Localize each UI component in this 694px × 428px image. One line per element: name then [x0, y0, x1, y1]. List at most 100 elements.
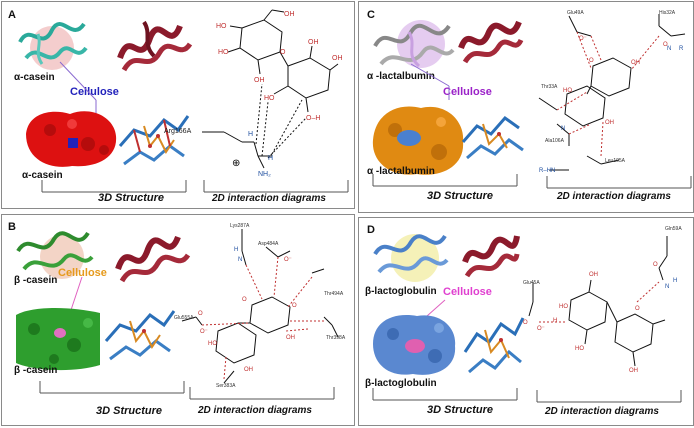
panel-letter: D [367, 224, 375, 236]
svg-text:O: O [589, 58, 594, 64]
bracket-3d [372, 174, 518, 187]
svg-text:R: R [679, 46, 684, 52]
protein-label-top: β -casein [14, 275, 58, 286]
beta-casein-surface [16, 308, 100, 371]
svg-text:H: H [553, 318, 557, 324]
bracket-3d [372, 388, 518, 401]
caption-2d: 2D interaction diagrams [545, 406, 659, 417]
bracket-2d [189, 387, 335, 400]
svg-text:O: O [242, 297, 247, 303]
svg-text:O: O [198, 311, 203, 317]
svg-text:HO: HO [559, 304, 568, 310]
protein-label-bottom: β-lactoglobulin [365, 378, 437, 389]
svg-text:OH: OH [605, 120, 614, 126]
bracket-2d [536, 390, 682, 403]
beta-casein-ribbon [115, 235, 191, 283]
svg-text:N: N [238, 257, 242, 263]
svg-text:O: O [280, 49, 286, 56]
svg-text:H: H [673, 278, 677, 284]
svg-text:HO: HO [218, 49, 229, 56]
beta-lactoglobulin-surface [373, 315, 456, 375]
ligand-label: Cellulose [443, 286, 492, 298]
residue-label: Thr398A [326, 335, 346, 341]
ligand-closeup [461, 115, 524, 160]
bracket-3d [41, 180, 187, 193]
residue-label: Asp484A [258, 241, 279, 247]
residue-label: Leu105A [605, 158, 626, 164]
residue-label: Glu555A [174, 315, 194, 321]
residue-label: Gln59A [665, 226, 682, 232]
protein-label-top: α-casein [14, 72, 55, 83]
ligand-label: Cellulose [70, 86, 119, 98]
svg-text:H: H [268, 155, 273, 162]
residue-label: Glu45A [523, 280, 540, 286]
svg-text:O⁻: O⁻ [579, 36, 587, 42]
residue-label: Ser383A [216, 383, 236, 389]
svg-text:H: H [234, 247, 238, 253]
svg-text:OH: OH [308, 39, 319, 46]
caption-3d: 3D Structure [98, 192, 165, 204]
svg-text:O: O [663, 42, 668, 48]
svg-text:O–H: O–H [306, 115, 320, 122]
beta-lactoglobulin-cartoon [373, 234, 449, 282]
svg-text:R–HN: R–HN [539, 168, 555, 174]
svg-text:HO: HO [575, 346, 584, 352]
caption-2d: 2D interaction diagrams [557, 191, 671, 202]
svg-text:O: O [523, 320, 528, 326]
residue-label: Arg166A [164, 128, 192, 135]
residue-label: Thr33A [541, 84, 558, 90]
bracket-3d [39, 381, 185, 394]
svg-text:N: N [561, 126, 565, 132]
svg-text:O⁻: O⁻ [200, 329, 208, 335]
alpha-lactalbumin-ribbon [458, 20, 524, 64]
svg-text:NH₂: NH₂ [258, 171, 271, 178]
ligand-closeup [463, 317, 525, 374]
alpha-lactalbumin-cartoon [373, 20, 455, 68]
svg-text:H: H [248, 131, 253, 138]
svg-text:O: O [653, 262, 658, 268]
svg-text:HO: HO [216, 23, 227, 30]
svg-text:OH: OH [589, 272, 598, 278]
residue-label: His32A [659, 10, 676, 16]
caption-3d: 3D Structure [427, 190, 494, 202]
svg-text:N: N [665, 284, 669, 290]
svg-text:OH: OH [631, 60, 640, 66]
residue-label: Glu49A [567, 10, 584, 16]
svg-text:HO: HO [563, 88, 572, 94]
caption-2d: 2D interaction diagrams [212, 193, 326, 204]
svg-text:⊕: ⊕ [232, 158, 240, 169]
svg-text:O⁻: O⁻ [284, 257, 292, 263]
svg-text:OH: OH [284, 11, 295, 18]
protein-label-bottom: β -casein [14, 365, 58, 376]
svg-text:OH: OH [286, 335, 295, 341]
panel-b: B β -casein Cellulose β -casein 3D Struc… [1, 214, 355, 426]
residue-label: Thr494A [324, 291, 344, 297]
svg-text:OH: OH [629, 368, 638, 374]
alpha-lactalbumin-surface [372, 106, 464, 175]
svg-text:N: N [667, 46, 671, 52]
svg-text:OH: OH [332, 55, 343, 62]
beta-lactoglobulin-ribbon [462, 235, 520, 278]
ligand-label: Cellulose [58, 267, 107, 279]
alpha-casein-surface [26, 111, 117, 167]
svg-text:O: O [292, 303, 297, 309]
panel-letter: B [8, 221, 16, 233]
svg-text:OH: OH [254, 77, 265, 84]
protein-label-bottom: α-casein [22, 170, 63, 181]
svg-text:HO: HO [264, 95, 275, 102]
protein-label-top: β-lactoglobulin [365, 286, 437, 297]
pointer-line [410, 63, 450, 100]
interaction-diagram: HO HO OH OH OH HO O–H OH O H H NH₂ ⊕ [202, 9, 343, 178]
panel-d: D β-lactoglobulin Cellulose β-lactoglobu… [358, 217, 694, 426]
residue-label: Lys287A [230, 223, 250, 229]
ligand-closeup [118, 115, 190, 166]
alpha-casein-cartoon [18, 22, 88, 70]
protein-label-bottom: α -lactalbumin [367, 166, 435, 177]
alpha-casein-ribbon [117, 20, 193, 72]
interaction-diagram: O OH HO OH O⁻ O N R N R–HN [538, 14, 686, 174]
caption-3d: 3D Structure [96, 405, 163, 417]
beta-casein-cartoon [16, 231, 94, 279]
svg-text:O: O [635, 306, 640, 312]
